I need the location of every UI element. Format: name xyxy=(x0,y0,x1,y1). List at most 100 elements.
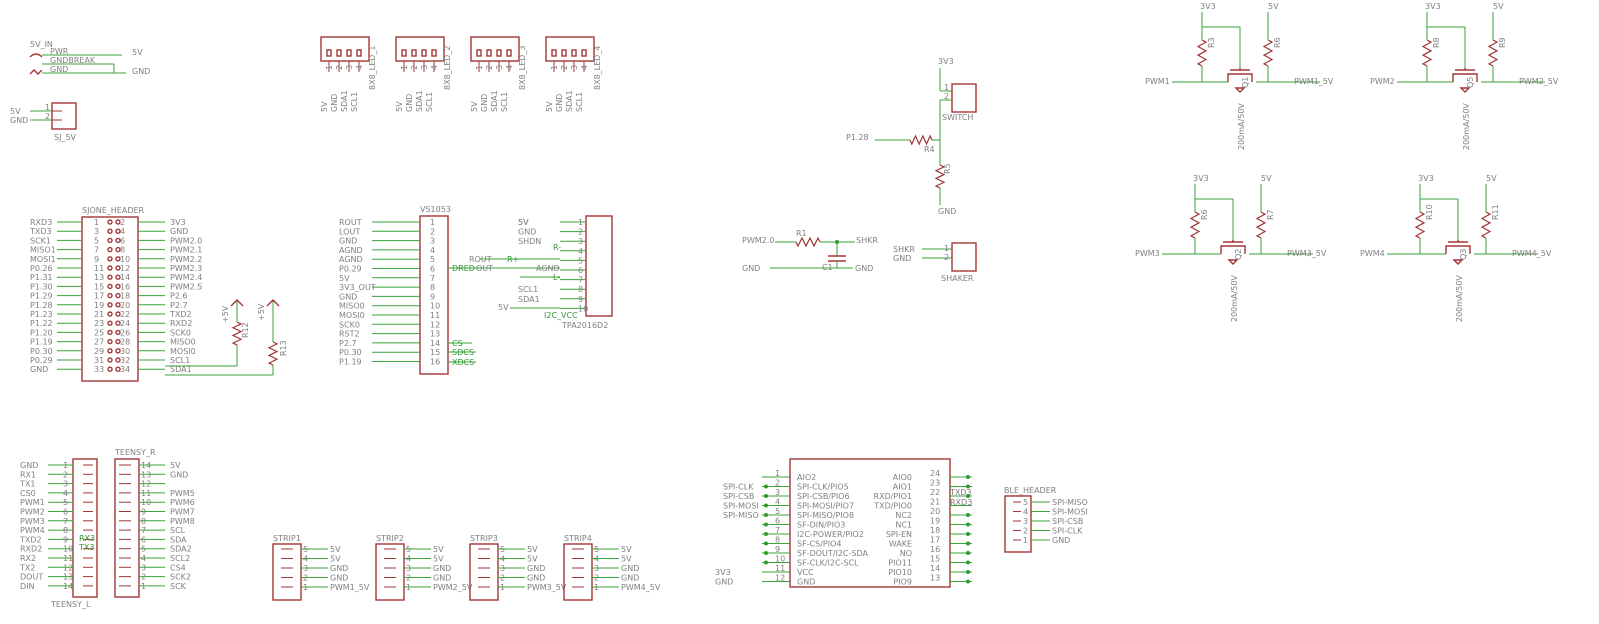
label: 3 xyxy=(303,564,308,573)
label: 23 xyxy=(94,319,104,328)
label: TX1 xyxy=(19,480,35,489)
rb-symbol xyxy=(1480,211,1492,239)
ra-symbol xyxy=(1189,211,1201,239)
label: AIO2 xyxy=(797,473,816,482)
label: 1 xyxy=(45,103,50,112)
label: I2C_VCC xyxy=(544,311,578,320)
label: PWM4_5V xyxy=(1512,249,1552,258)
label: SHAKER xyxy=(941,274,974,283)
label: PWM4 xyxy=(1360,249,1385,258)
label: SCL xyxy=(170,526,186,535)
label: 4 xyxy=(500,555,505,564)
label: MISO0 xyxy=(170,338,196,347)
label: 5V_IN xyxy=(30,40,53,49)
label: 5V xyxy=(545,101,554,112)
label: 11 xyxy=(94,264,104,273)
pin-hole xyxy=(107,256,113,262)
label: 27 xyxy=(94,338,104,347)
junction xyxy=(764,560,768,565)
label: PWM2.2 xyxy=(170,255,202,264)
break-symbol xyxy=(29,69,43,75)
label: TXD2 xyxy=(19,535,42,544)
label: 3 xyxy=(345,65,354,70)
label: 1 xyxy=(944,83,949,92)
pin-box xyxy=(571,49,577,57)
pin-hole xyxy=(107,219,113,225)
label: 29 xyxy=(94,347,104,356)
label: AGND xyxy=(339,246,363,255)
label: 2 xyxy=(500,574,505,583)
label: TXD3 xyxy=(949,488,972,497)
label: 28 xyxy=(120,338,130,347)
label: STRIP2 xyxy=(376,534,404,543)
label: SPI-CSB xyxy=(723,492,754,501)
label: ROUT xyxy=(469,255,492,264)
label: 8 xyxy=(141,517,146,526)
label: PWM3_5V xyxy=(527,583,567,592)
label: VCC xyxy=(797,568,814,577)
label: 11 xyxy=(775,564,785,573)
label: SF-CS/PIO4 xyxy=(797,540,842,549)
label: STRIP3 xyxy=(470,534,498,543)
ra-symbol xyxy=(1414,211,1426,239)
supply-arrow xyxy=(266,299,280,307)
label: SDA2 xyxy=(170,545,192,554)
ra-symbol xyxy=(1196,39,1208,67)
label: 2 xyxy=(1023,527,1028,536)
label: R13 xyxy=(279,340,288,356)
label: 8 xyxy=(578,285,583,294)
label: 3 xyxy=(578,237,583,246)
label: 17 xyxy=(930,536,940,545)
label: SCL1 xyxy=(575,92,584,112)
label: 1 xyxy=(94,218,99,227)
label: PWR xyxy=(50,47,69,56)
diode-icon xyxy=(1227,259,1239,265)
label: PWM8 xyxy=(170,517,195,526)
label: SF-CLK/I2C-SCL xyxy=(797,559,859,568)
label: PWM2.0 xyxy=(170,236,202,245)
label: GND xyxy=(170,470,188,479)
junction xyxy=(764,551,768,555)
label: 5V xyxy=(433,545,444,554)
strip-body xyxy=(469,543,499,601)
label: TPA2016D2 xyxy=(561,321,608,330)
label: OUT xyxy=(476,264,493,273)
label: 20 xyxy=(120,301,130,310)
label: 5V xyxy=(433,555,444,564)
junction xyxy=(966,570,970,574)
label: SCL1 xyxy=(518,285,538,294)
label: TEENSY_R xyxy=(114,448,156,457)
pin-hole xyxy=(115,219,121,225)
jumper-arc xyxy=(29,53,43,58)
label: 5 xyxy=(500,545,505,554)
label: GND xyxy=(480,94,489,112)
label: GND xyxy=(50,65,68,74)
label: 3V3 xyxy=(938,57,954,66)
label: GND xyxy=(30,365,48,374)
label: SCL1 xyxy=(170,356,190,365)
label: R+ xyxy=(507,255,519,264)
label: 3V3 xyxy=(1200,2,1216,11)
label: 2 xyxy=(944,92,949,101)
label: 21 xyxy=(94,310,104,319)
pin-hole xyxy=(107,302,113,308)
junction xyxy=(966,513,970,517)
label: Q5 xyxy=(1466,77,1475,88)
label: SPI-MISO xyxy=(723,511,759,520)
label: SPI-MOSI xyxy=(723,502,759,511)
pin-hole xyxy=(115,338,121,345)
pin-hole xyxy=(107,366,113,372)
label: MISO0 xyxy=(339,302,365,311)
label: PWM1_5V xyxy=(1294,77,1334,86)
label: 33 xyxy=(94,365,104,374)
diode-icon xyxy=(1452,259,1464,265)
label: 8 xyxy=(120,246,125,255)
label: 24 xyxy=(120,319,130,328)
pin-hole xyxy=(107,274,113,280)
label: 7 xyxy=(94,246,99,255)
label: BLE_HEADER xyxy=(1004,486,1057,495)
